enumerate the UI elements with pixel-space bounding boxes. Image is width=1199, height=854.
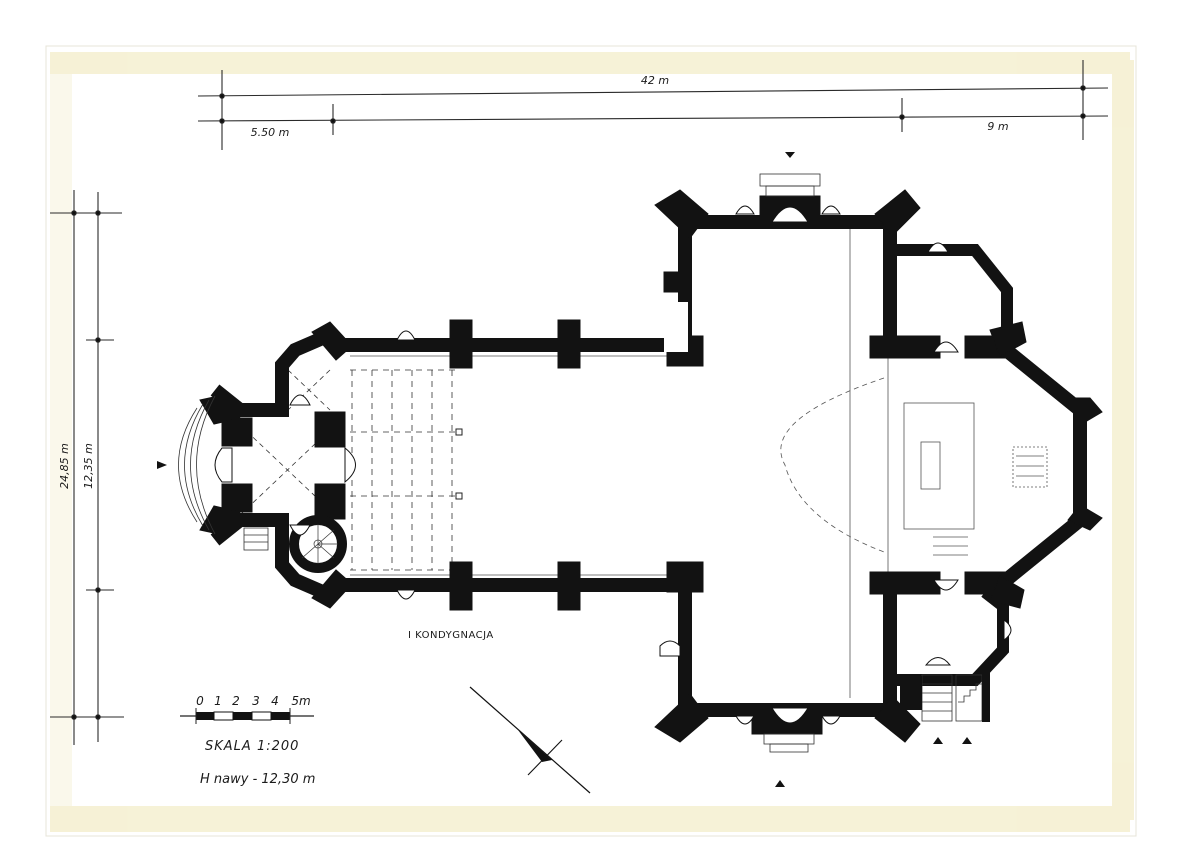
door-openings bbox=[214, 205, 1012, 725]
scale-bar bbox=[180, 708, 314, 724]
south-entrance-arrow bbox=[775, 780, 785, 787]
sacristy-walls bbox=[900, 672, 990, 722]
scale-label: SKALA 1:200 bbox=[205, 739, 299, 754]
scale-tick-label: 3 bbox=[252, 694, 260, 708]
entrance-steps bbox=[759, 173, 821, 753]
dim-left-span: 5.50 m bbox=[251, 126, 290, 139]
spiral-staircase bbox=[301, 524, 338, 564]
dimension-lines bbox=[50, 60, 1109, 745]
nave-height-label: H nawy - 12,30 m bbox=[200, 772, 315, 787]
sacristy-entrance-arrow bbox=[962, 737, 972, 744]
dim-total-length: 42 m bbox=[641, 74, 669, 87]
west-entrance-steps bbox=[178, 395, 269, 551]
dim-inner-width: 12,35 m bbox=[82, 443, 95, 489]
scale-tick-label: 4 bbox=[271, 694, 279, 708]
level-label: I KONDYGNACJA bbox=[408, 630, 494, 641]
north-arrow bbox=[469, 686, 591, 794]
aging-stains bbox=[50, 52, 1134, 832]
sacristy-entrance-arrow bbox=[933, 737, 943, 744]
gallery-column-marker bbox=[455, 428, 463, 436]
north-entrance-arrow bbox=[785, 152, 795, 158]
sheet-border bbox=[45, 45, 1137, 837]
scale-tick-labels: 0 1 2 3 4 5m bbox=[196, 694, 310, 708]
scale-tick-label: 2 bbox=[232, 694, 240, 708]
entrance-arrows bbox=[157, 152, 972, 787]
dim-right-span: 9 m bbox=[987, 120, 1008, 133]
scale-tick-label: 1 bbox=[214, 694, 222, 708]
apse-wall bbox=[995, 339, 1087, 591]
scale-tick-label: 5m bbox=[291, 694, 310, 708]
dim-total-width: 24,85 m bbox=[58, 443, 71, 489]
scale-tick-label: 0 bbox=[196, 694, 204, 708]
gallery-column-marker bbox=[455, 492, 463, 500]
west-entrance-arrow bbox=[157, 461, 167, 469]
walls bbox=[199, 189, 1103, 743]
